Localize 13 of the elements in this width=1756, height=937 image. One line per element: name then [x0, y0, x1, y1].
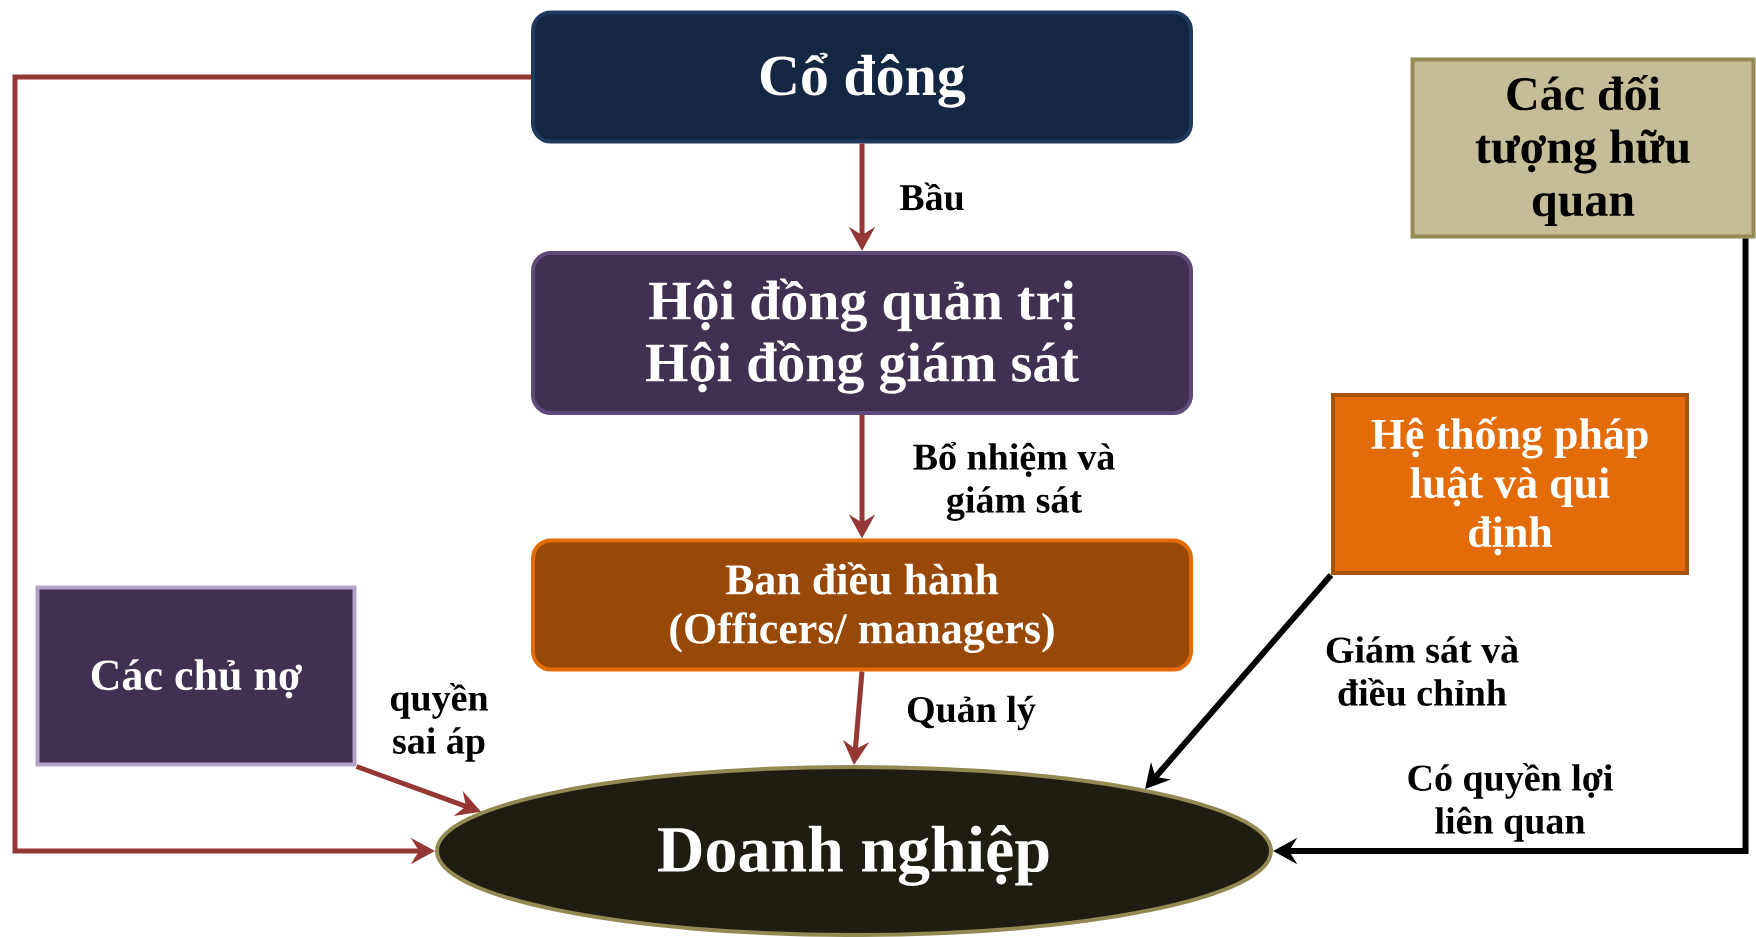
edge-label: Bầu — [899, 182, 964, 211]
process-box: Cổ đông — [531, 10, 1193, 144]
ellipse-node: Doanh nghiệp — [435, 765, 1273, 937]
edge-label: quyền sai áp — [390, 682, 489, 762]
process-box: Ban điều hành (Officers/ managers) — [531, 538, 1193, 672]
edge-label: Quản lý — [907, 695, 1036, 731]
edge-label: Giám sát và điều chỉnh — [1326, 636, 1519, 706]
edge-label: Có quyền lợi liên quan — [1408, 762, 1613, 842]
process-box: Hội đồng quản trị Hội đồng giám sát — [531, 251, 1193, 415]
edge-label: Bổ nhiệm và giám sát — [913, 441, 1115, 521]
process-box: Các chủ nợ — [35, 585, 357, 767]
process-box: Hệ thống pháp luật và qui định — [1331, 393, 1689, 575]
process-box: Các đối tượng hữu quan — [1410, 57, 1756, 239]
